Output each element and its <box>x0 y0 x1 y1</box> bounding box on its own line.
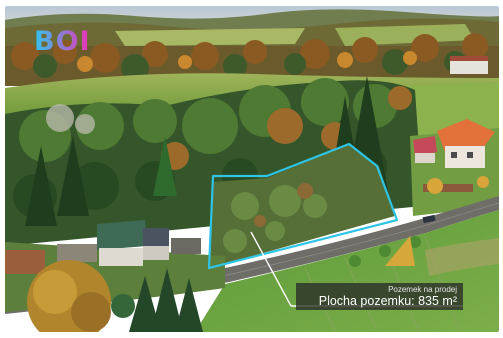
plot-pointer-line <box>250 231 292 307</box>
plot-caption: Pozemek na prodej <box>388 285 457 294</box>
brand-logo: BOI <box>34 28 91 56</box>
logo-text: BOI <box>34 26 91 57</box>
plot-boundary-outline <box>207 142 399 270</box>
plot-area-label: Plocha pozemku: 835 m² <box>318 294 457 308</box>
aerial-photo <box>5 6 499 332</box>
plot-info-box: Pozemek na prodej Plocha pozemku: 835 m² <box>296 283 463 310</box>
aerial-landscape <box>5 6 499 332</box>
